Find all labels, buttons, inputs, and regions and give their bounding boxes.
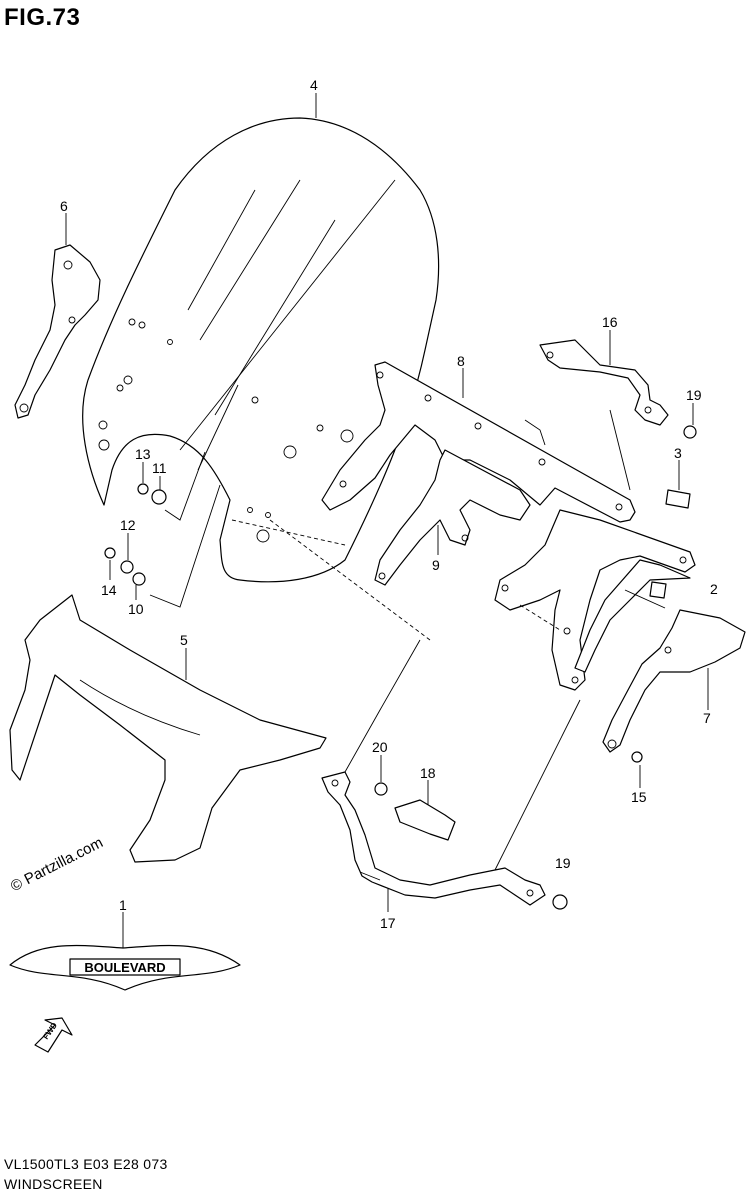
model-code: VL1500TL3 E03 E28 073 — [4, 1156, 168, 1172]
part-main-bracket — [321, 361, 636, 523]
callout-17: 17 — [380, 915, 396, 931]
part-emblem: BOULEVARD — [9, 944, 241, 991]
part-small-bracket — [394, 799, 456, 841]
callout-15: 15 — [631, 789, 647, 805]
callout-11: 11 — [152, 460, 167, 476]
part-inner-bracket — [374, 449, 696, 691]
emblem-text: BOULEVARD — [84, 960, 165, 975]
callout-19-lower: 19 — [555, 855, 571, 871]
part-right-stay — [602, 609, 746, 753]
callout-4: 4 — [310, 77, 318, 93]
callout-16: 16 — [602, 314, 618, 330]
callout-1: 1 — [119, 897, 127, 913]
fasteners — [104, 425, 697, 910]
part-windscreen — [82, 117, 440, 583]
callout-2: 2 — [710, 581, 718, 597]
callout-12: 12 — [120, 517, 136, 533]
part-upper-bracket — [539, 339, 669, 426]
part-left-stay — [14, 244, 101, 419]
callout-8: 8 — [457, 353, 465, 369]
leader-lines — [65, 93, 709, 948]
callout-5: 5 — [180, 632, 188, 648]
callout-9: 9 — [432, 557, 440, 573]
callout-13: 13 — [135, 446, 151, 462]
callout-3: 3 — [674, 445, 682, 461]
callout-18: 18 — [420, 765, 436, 781]
callout-6: 6 — [60, 198, 68, 214]
callout-10: 10 — [128, 601, 144, 617]
part-pad-small — [649, 581, 667, 599]
callout-7: 7 — [703, 710, 711, 726]
part-lower-brace — [321, 771, 546, 906]
part-lower-cowl — [9, 594, 327, 863]
figure-title: FIG.73 — [4, 4, 81, 31]
part-cushion-pad — [665, 489, 691, 509]
callout-20: 20 — [372, 739, 388, 755]
callout-19-upper: 19 — [686, 387, 702, 403]
callout-14: 14 — [101, 582, 117, 598]
section-name: WINDSCREEN — [4, 1176, 103, 1192]
fwd-arrow: FWD — [34, 1017, 73, 1053]
part-side-cover — [574, 559, 691, 673]
assembly-lines — [149, 384, 631, 871]
callouts: 4 6 8 16 19 3 13 11 9 2 12 14 10 5 7 15 … — [60, 77, 718, 931]
